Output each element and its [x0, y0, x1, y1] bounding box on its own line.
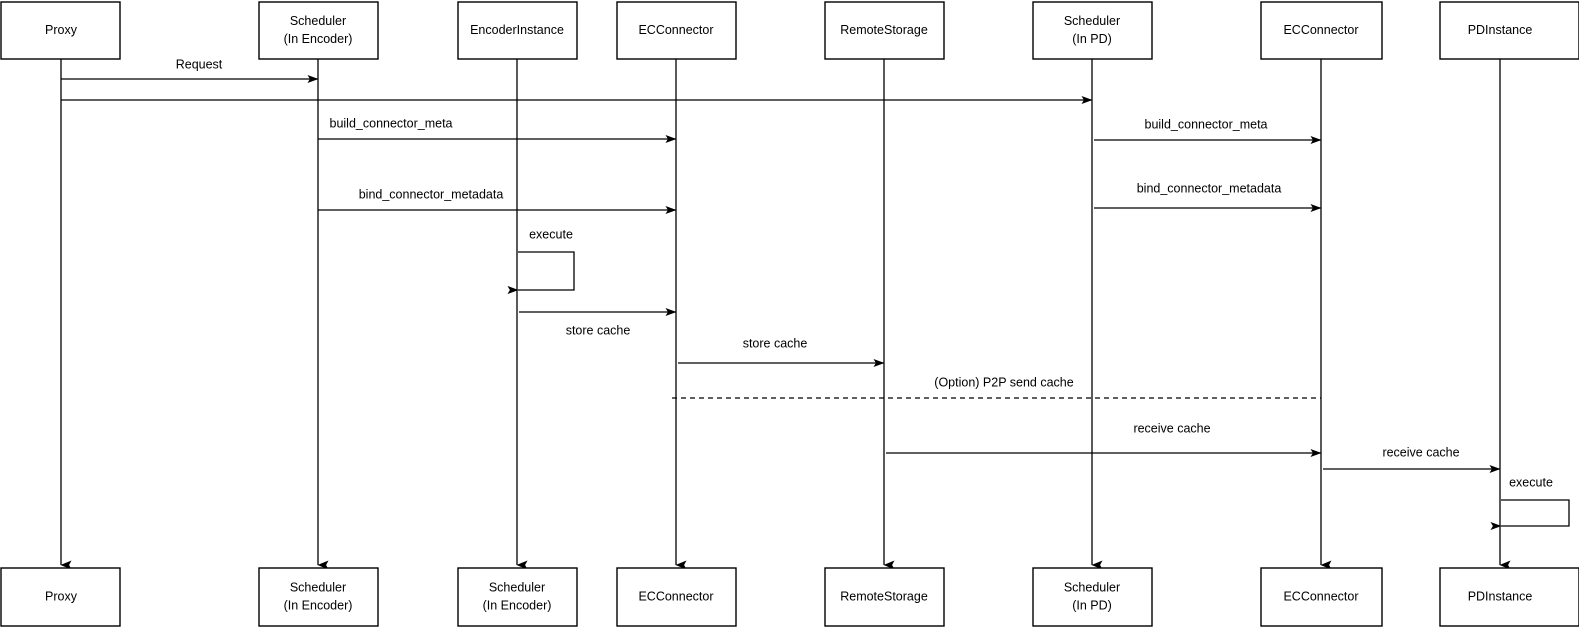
participant-bottom-encoder-instance-label-line2: (In Encoder)	[483, 598, 552, 612]
self-message-self-execute-pd: execute	[1490, 475, 1570, 530]
self-message-self-execute-encoder: execute	[507, 227, 575, 294]
participant-box-bottom-scheduler-in-encoder[interactable]: Scheduler (In Encoder)	[258, 567, 379, 627]
message-label-msg-build-connector-meta-encoder: build_connector_meta	[330, 116, 453, 130]
participant-top-scheduler-in-encoder-label-line2: (In Encoder)	[284, 32, 353, 46]
message-msg-store-cache-encoder: store cache	[519, 308, 677, 337]
participant-bottom-scheduler-in-pd-label-line1: Scheduler	[1064, 580, 1120, 594]
message-label-msg-store-cache-encoder: store cache	[566, 323, 631, 337]
message-msg-receive-cache-pd: receive cache	[1323, 445, 1501, 473]
participant-top-scheduler-in-pd-label-line1: Scheduler	[1064, 14, 1120, 28]
participant-top-pd-instance-label: PDInstance	[1468, 23, 1533, 37]
participant-top-remote-storage-label: RemoteStorage	[840, 23, 928, 37]
message-label-msg-receive-cache-remote: receive cache	[1133, 421, 1210, 435]
message-msg-build-connector-meta-encoder: build_connector_meta	[318, 116, 677, 143]
participant-top-scheduler-in-pd-label-line2: (In PD)	[1072, 32, 1112, 46]
message-label-msg-build-connector-meta-pd: build_connector_meta	[1145, 117, 1268, 131]
lifelines-layer	[60, 59, 1511, 570]
self-message-label-self-execute-pd: execute	[1509, 475, 1553, 489]
participant-box-top-scheduler-in-encoder[interactable]: Scheduler (In Encoder)	[258, 1, 379, 60]
participant-box-top-proxy[interactable]: Proxy	[0, 1, 121, 60]
participant-box-bottom-ec-connector-pd[interactable]: ECConnector	[1260, 567, 1383, 627]
participant-box-bottom-ec-connector-encoder[interactable]: ECConnector	[616, 567, 737, 627]
message-label-msg-request: Request	[176, 57, 223, 71]
self-message-path-self-execute-pd	[1490, 499, 1570, 530]
message-msg-p2p-send-cache: (Option) P2P send cache	[672, 375, 1321, 399]
self-message-label-self-execute-encoder: execute	[529, 227, 573, 241]
participant-top-encoder-instance-label: EncoderInstance	[470, 23, 564, 37]
participant-top-ec-connector-pd-label: ECConnector	[1283, 23, 1358, 37]
message-label-msg-receive-cache-pd: receive cache	[1382, 445, 1459, 459]
participant-box-bottom-remote-storage[interactable]: RemoteStorage	[824, 567, 945, 627]
participant-bottom-ec-connector-encoder-label: ECConnector	[638, 589, 713, 603]
participant-box-top-ec-connector-encoder[interactable]: ECConnector	[616, 1, 737, 60]
participant-top-ec-connector-encoder-label: ECConnector	[638, 23, 713, 37]
participant-bottom-scheduler-in-encoder-label-line2: (In Encoder)	[284, 598, 353, 612]
message-label-msg-store-cache-remote: store cache	[743, 336, 808, 350]
participant-bottom-proxy-label: Proxy	[45, 589, 78, 603]
participant-box-top-pd-instance[interactable]: PDInstance	[1439, 1, 1579, 60]
message-msg-receive-cache-remote: receive cache	[886, 421, 1322, 457]
participant-bottom-encoder-instance-label-line1: Scheduler	[489, 580, 545, 594]
participant-bottom-pd-instance-label: PDInstance	[1468, 589, 1533, 603]
message-msg-bind-connector-metadata-encoder: bind_connector_metadata	[318, 187, 677, 214]
message-label-msg-bind-connector-metadata-pd: bind_connector_metadata	[1137, 181, 1282, 195]
participant-box-top-ec-connector-pd[interactable]: ECConnector	[1260, 1, 1383, 60]
message-msg-build-connector-meta-pd: build_connector_meta	[1094, 117, 1322, 144]
message-label-msg-p2p-send-cache: (Option) P2P send cache	[934, 375, 1073, 389]
participant-bottom-remote-storage-label: RemoteStorage	[840, 589, 928, 603]
message-label-msg-bind-connector-metadata-encoder: bind_connector_metadata	[359, 187, 504, 201]
participant-bottom-scheduler-in-encoder-label-line1: Scheduler	[290, 580, 346, 594]
participant-bottom-ec-connector-pd-label: ECConnector	[1283, 589, 1358, 603]
message-msg-store-cache-remote: store cache	[678, 336, 885, 367]
participant-box-top-scheduler-in-pd[interactable]: Scheduler (In PD)	[1032, 1, 1153, 60]
participant-top-proxy-label: Proxy	[45, 23, 78, 37]
top-participant-boxes: Proxy Scheduler (In Encoder) EncoderInstanc…	[0, 1, 1579, 60]
participant-top-scheduler-in-encoder-label-line1: Scheduler	[290, 14, 346, 28]
participant-bottom-scheduler-in-pd-label-line2: (In PD)	[1072, 598, 1112, 612]
participant-box-bottom-proxy[interactable]: Proxy	[0, 567, 121, 627]
self-message-path-self-execute-encoder	[507, 251, 575, 294]
message-msg-bind-connector-metadata-pd: bind_connector_metadata	[1094, 181, 1322, 212]
participant-box-top-encoder-instance[interactable]: EncoderInstance	[457, 1, 578, 60]
participant-box-bottom-pd-instance[interactable]: PDInstance	[1439, 567, 1579, 627]
bottom-participant-boxes: Proxy Scheduler (In Encoder) Scheduler (In E…	[0, 567, 1579, 627]
messages-layer: Request build_connector_meta build_connect…	[61, 57, 1501, 473]
participant-box-bottom-encoder-instance[interactable]: Scheduler (In Encoder)	[457, 567, 578, 627]
participant-box-bottom-scheduler-in-pd[interactable]: Scheduler (In PD)	[1032, 567, 1153, 627]
message-msg-request: Request	[61, 57, 319, 83]
self-messages-layer: execute execute	[507, 227, 1570, 530]
participant-box-top-remote-storage[interactable]: RemoteStorage	[824, 1, 945, 60]
